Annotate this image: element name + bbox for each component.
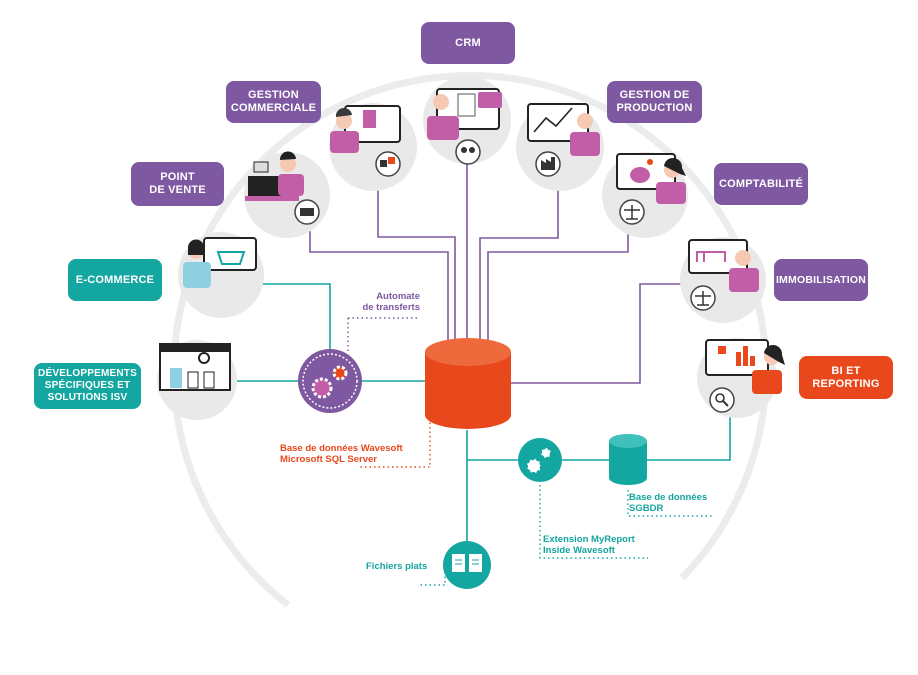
module-immobilisation: IMMOBILISATION: [774, 259, 868, 301]
annotation-sgbdr: Base de données SGBDR: [629, 492, 708, 514]
people-icon: [455, 139, 481, 165]
chart-presentation-icon: [527, 103, 600, 156]
file-icon: [443, 541, 491, 589]
gear-icon-myreport: [518, 438, 562, 482]
annotation-database: Base de données Wavesoft Microsoft SQL S…: [280, 443, 403, 465]
magnifier-icon: [709, 387, 735, 413]
module-bi-reporting: BI ET REPORTING: [799, 356, 893, 399]
module-comptabilite-label: COMPTABILITÉ: [718, 177, 804, 190]
module-gestion-production-label: GESTION DE PRODUCTION: [616, 89, 693, 114]
factory-icon: [535, 151, 561, 177]
database-icon: [425, 338, 511, 429]
sgbdr-database-icon: [609, 434, 647, 485]
dotted-guides: [347, 317, 712, 586]
desk-presentation-icon: [688, 239, 759, 292]
module-crm-label: CRM: [455, 36, 481, 49]
module-point-de-vente: POINT DE VENTE: [131, 162, 224, 206]
gear-icon: [298, 349, 362, 413]
scale-icon: [619, 199, 645, 225]
module-immobilisation-label: IMMOBILISATION: [775, 273, 867, 286]
module-gestion-production: GESTION DE PRODUCTION: [607, 81, 702, 123]
teal-connectors: [232, 283, 731, 545]
piggy-bank-icon: [616, 153, 686, 204]
annotation-automate: Automate de transferts: [362, 291, 420, 313]
scale-icon-2: [690, 285, 716, 311]
warehouse-icon: [159, 343, 231, 391]
module-point-de-vente-label: POINT DE VENTE: [149, 171, 206, 196]
boxes-icon: [375, 151, 401, 177]
module-gestion-commerciale-label: GESTION COMMERCIALE: [230, 89, 317, 114]
module-developpements: DÉVELOPPEMENTS SPÉCIFIQUES ET SOLUTIONS …: [34, 363, 141, 409]
annotation-myreport: Extension MyReport Inside Wavesoft: [543, 534, 635, 556]
documents-chat-icon: [427, 88, 502, 140]
module-ecommerce-label: E-COMMERCE: [75, 273, 155, 286]
annotation-fichiers: Fichiers plats: [366, 561, 428, 572]
bar-chart-presentation-icon: [705, 339, 785, 394]
module-comptabilite: COMPTABILITÉ: [714, 163, 808, 205]
person-tablet-icon: [330, 105, 401, 153]
module-crm: CRM: [421, 22, 515, 64]
shopping-basket-icon: [183, 237, 257, 288]
module-gestion-commerciale: GESTION COMMERCIALE: [226, 81, 321, 123]
register-badge-icon: [294, 199, 320, 225]
module-bi-reporting-label: BI ET REPORTING: [812, 364, 880, 390]
module-developpements-label: DÉVELOPPEMENTS SPÉCIFIQUES ET SOLUTIONS …: [38, 368, 137, 403]
module-ecommerce: E-COMMERCE: [68, 259, 162, 301]
cash-register-icon: [245, 151, 304, 201]
